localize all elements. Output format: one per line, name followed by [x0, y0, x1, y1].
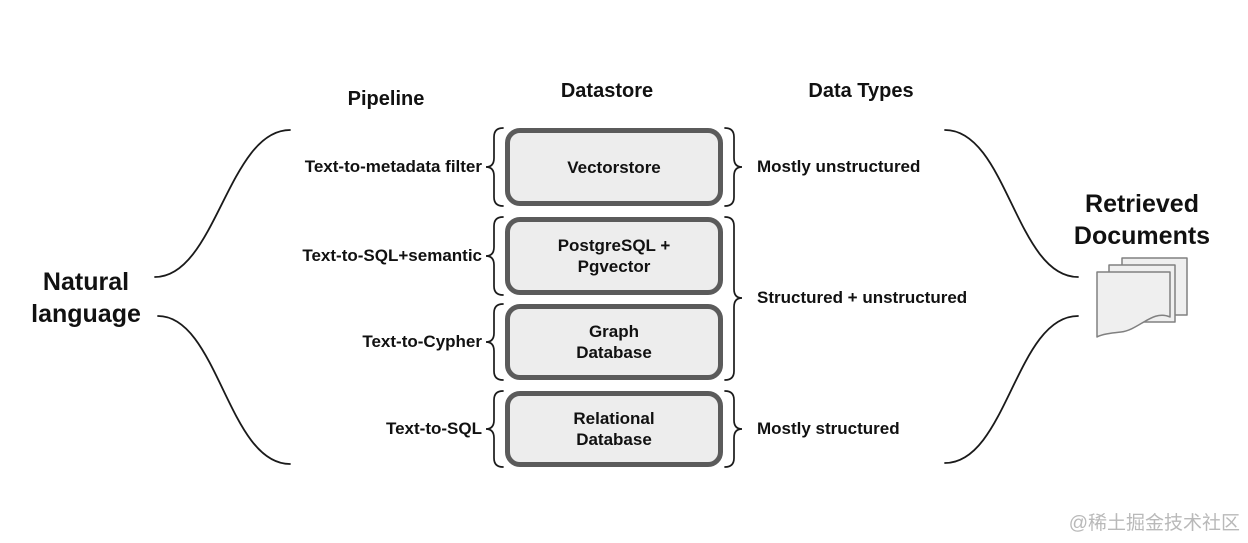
- data-type-label-mostly-unstructured: Mostly unstructured: [757, 157, 921, 176]
- column-header-data-types: Data Types: [808, 80, 914, 102]
- pipeline-label-text-to-sql: Text-to-SQL: [385, 419, 482, 438]
- datastore-box-relational-database: Relational Database: [505, 391, 723, 467]
- data-type-label-structured-unstructured: Structured + unstructured: [757, 288, 968, 307]
- right-brace-structured-unstructured: [724, 216, 743, 381]
- left-brace-relational: [485, 390, 504, 468]
- pipeline-label-text-to-sql-semantic: Text-to-SQL+semantic: [302, 246, 482, 265]
- documents-icon: [1096, 257, 1188, 338]
- right-brace-mostly-unstructured: [724, 127, 743, 207]
- curve-source-to-bottom: [157, 315, 291, 465]
- data-type-label-mostly-structured: Mostly structured: [757, 419, 900, 438]
- left-brace-graph: [485, 303, 504, 381]
- column-header-datastore: Datastore: [560, 80, 654, 102]
- datastore-box-graph-database: Graph Database: [505, 304, 723, 380]
- curve-source-to-top: [154, 129, 291, 278]
- pipeline-label-text-to-metadata-filter: Text-to-metadata filter: [304, 157, 482, 176]
- left-brace-vectorstore: [485, 127, 504, 207]
- left-brace-postgresql: [485, 216, 504, 296]
- datastore-box-label: Relational Database: [573, 409, 655, 449]
- datastore-box-label: Vectorstore: [567, 157, 661, 177]
- column-header-pipeline: Pipeline: [347, 88, 425, 110]
- natural-language-label: Natural language: [31, 268, 141, 328]
- curve-bottom-to-sink: [944, 315, 1079, 464]
- curve-top-to-sink: [944, 129, 1079, 278]
- datastore-box-postgresql-pgvector: PostgreSQL + Pgvector: [505, 217, 723, 295]
- datastore-box-vectorstore: Vectorstore: [505, 128, 723, 206]
- right-brace-mostly-structured: [724, 390, 743, 468]
- datastore-box-label: Graph Database: [576, 322, 652, 362]
- pipeline-label-text-to-cypher: Text-to-Cypher: [362, 332, 482, 351]
- retrieved-documents-label: Retrieved Documents: [1073, 190, 1211, 250]
- watermark: @稀土掘金技术社区: [1068, 513, 1240, 534]
- document-page-front: [1096, 271, 1171, 338]
- datastore-box-label: PostgreSQL + Pgvector: [557, 236, 671, 276]
